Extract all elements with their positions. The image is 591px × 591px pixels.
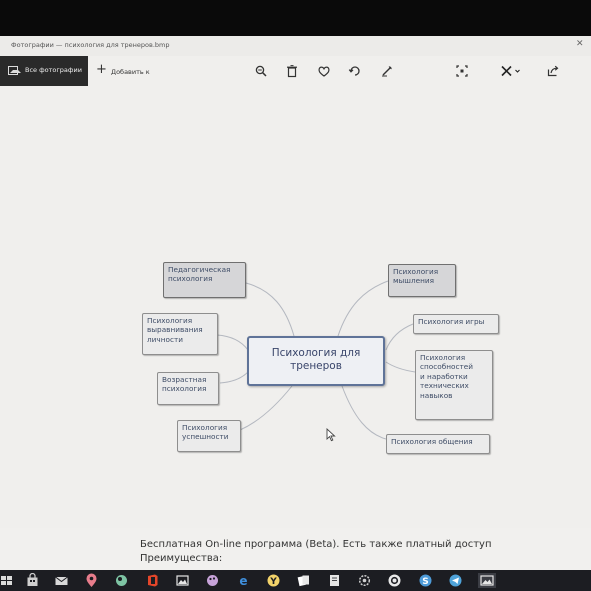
- close-icon[interactable]: ✕: [576, 39, 584, 49]
- mindmap-node-personality-alignment: Психология выравнивания личности: [142, 313, 218, 355]
- photos-active-icon[interactable]: [478, 573, 496, 588]
- plus-icon: +: [96, 62, 107, 77]
- paint-icon[interactable]: [205, 573, 220, 588]
- all-photos-label: Все фотографии: [25, 66, 82, 74]
- window-title: Фотографии — психология для тренеров.bmp: [11, 41, 170, 49]
- all-photos-button[interactable]: Все фотографии: [0, 56, 88, 86]
- photos-taskbar-icon[interactable]: [175, 573, 190, 588]
- mindmap-node-pedagogical: Педагогическая психология: [163, 262, 246, 298]
- solitaire-icon[interactable]: [296, 573, 311, 588]
- draw-icon[interactable]: [500, 64, 522, 78]
- edit-icon[interactable]: [380, 64, 394, 78]
- crop-icon[interactable]: [455, 64, 469, 78]
- yandex-browser-icon[interactable]: Y: [266, 573, 281, 588]
- app-icon[interactable]: [114, 573, 129, 588]
- connector-lines: [216, 280, 416, 440]
- mindmap-node-communication: Психология общения: [386, 434, 490, 454]
- mindmap-node-success: Психология успешности: [177, 420, 241, 452]
- background-page-strip: Бесплатная On-line программа (Beta). Ест…: [0, 528, 591, 570]
- mindmap-node-thinking: Психология мышления: [388, 264, 456, 297]
- picture-icon: [8, 66, 21, 75]
- svg-text:Y: Y: [269, 577, 277, 587]
- mindmap-node-developmental: Возрастная психология: [157, 372, 219, 405]
- toolbar: Все фотографии + Добавить к: [0, 56, 591, 86]
- windows-icon[interactable]: [0, 573, 15, 588]
- mindmap-center-node: Психология для тренеров: [247, 336, 385, 386]
- settings-icon[interactable]: [357, 573, 372, 588]
- rotate-icon[interactable]: [348, 64, 362, 78]
- monitor-bezel: [0, 0, 591, 36]
- skype-icon[interactable]: S: [418, 573, 433, 588]
- page-text-line-1: Бесплатная On-line программа (Beta). Ест…: [140, 539, 492, 550]
- edge-icon[interactable]: e: [236, 573, 251, 588]
- photos-app-window: Фотографии — психология для тренеров.bmp…: [0, 36, 591, 528]
- favorite-icon[interactable]: [317, 64, 331, 78]
- maps-icon[interactable]: [84, 573, 99, 588]
- share-icon[interactable]: [546, 64, 560, 78]
- taskbar: e Y S: [0, 570, 591, 591]
- photo-viewer[interactable]: Психология для тренеров Педагогическая п…: [0, 86, 591, 528]
- whatsapp-icon[interactable]: [387, 573, 402, 588]
- add-to-button[interactable]: + Добавить к: [92, 62, 156, 80]
- mind-map-image: Психология для тренеров Педагогическая п…: [0, 86, 591, 528]
- notes-icon[interactable]: [327, 573, 342, 588]
- title-bar: Фотографии — психология для тренеров.bmp…: [0, 36, 591, 56]
- delete-icon[interactable]: [285, 64, 299, 78]
- svg-text:S: S: [422, 577, 428, 587]
- add-to-label: Добавить к: [111, 68, 150, 76]
- mail-icon[interactable]: [54, 573, 69, 588]
- page-text-line-2: Преимущества:: [140, 553, 223, 564]
- store-icon[interactable]: [25, 573, 40, 588]
- telegram-icon[interactable]: [448, 573, 463, 588]
- office-icon[interactable]: [145, 573, 160, 588]
- mindmap-node-play: Психология игры: [413, 314, 499, 334]
- zoom-icon[interactable]: [254, 64, 268, 78]
- mindmap-node-abilities: Психология способностей и наработки техн…: [415, 350, 493, 420]
- svg-text:e: e: [239, 574, 247, 588]
- mouse-cursor-icon: [326, 428, 336, 442]
